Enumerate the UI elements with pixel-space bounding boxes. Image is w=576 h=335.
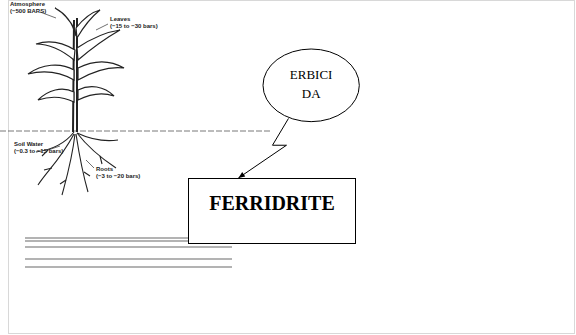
part-label: (−15 to −30 bars) xyxy=(110,23,158,30)
bolt-line xyxy=(238,118,288,178)
ellipse-outline xyxy=(262,48,360,123)
part-label: Leaves xyxy=(110,16,130,23)
leaves xyxy=(28,8,124,102)
ellipse-node: ERBICI DA xyxy=(262,48,360,123)
bolt-connector xyxy=(238,118,288,178)
part-label: (−0.3 to −15 bars) xyxy=(14,148,63,155)
part-label: Atmosphere xyxy=(10,1,45,8)
node-text: ERBICI DA xyxy=(284,66,338,104)
box-node: FERRIDRITE xyxy=(188,178,356,244)
part-label: Soil Water xyxy=(14,141,43,148)
soil-line xyxy=(0,131,270,132)
node-text: FERRIDRITE xyxy=(209,189,335,218)
part-label: (−3 to −20 bars) xyxy=(96,173,140,180)
roots xyxy=(36,132,118,195)
part-label: Roots xyxy=(96,166,113,173)
frame xyxy=(9,1,575,334)
part-label: (−500 BARS) xyxy=(10,8,46,15)
ellipse-shape xyxy=(263,49,359,122)
